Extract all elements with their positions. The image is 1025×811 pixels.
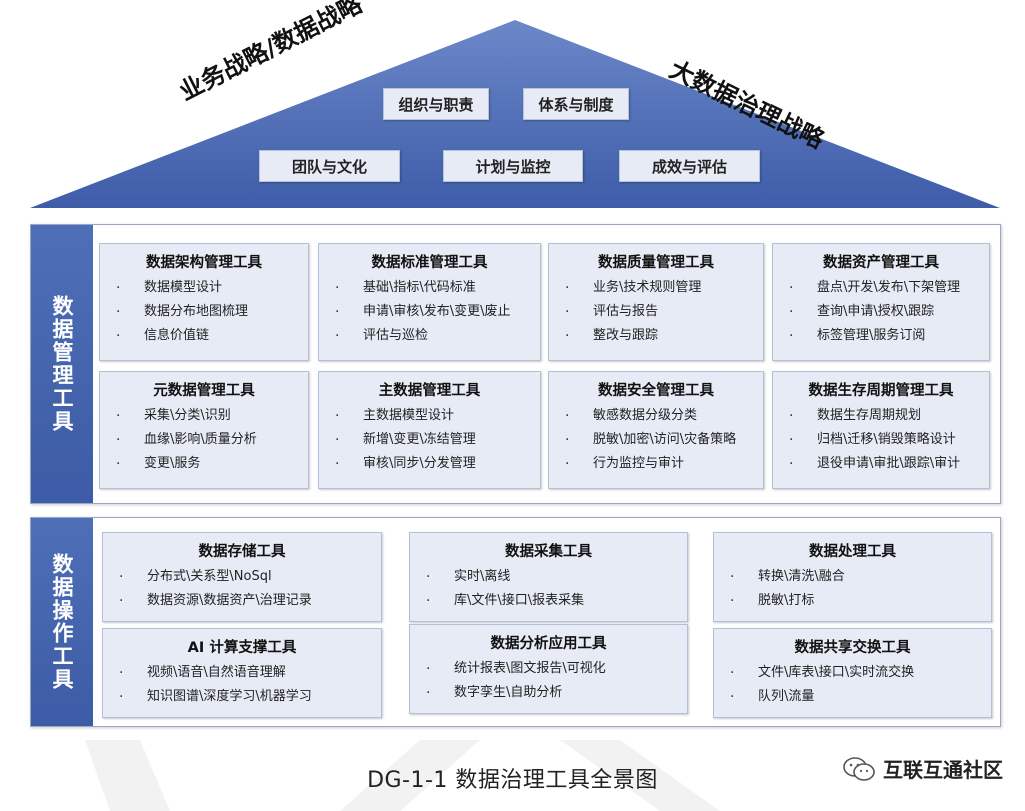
management-section: 数据管理工具 数据架构管理工具 数据模型设计 数据分布地图梳理 信息价值链 数据… [30,224,1001,504]
tool-card-quality: 数据质量管理工具 业务\技术规则管理 评估与报告 整改与跟踪 [548,243,764,361]
tool-title: 数据资产管理工具 [823,255,939,271]
tool-item: 脱敏\加密\访问\灾备策略 [565,428,763,452]
roof-box-organization: 组织与职责 [383,88,489,120]
tool-item: 脱敏\打标 [730,589,991,613]
tool-item: 实时\离线 [426,565,687,589]
tool-title: 数据处理工具 [809,544,896,560]
tool-title: AI 计算支撑工具 [187,640,297,656]
tool-title: 数据标准管理工具 [371,255,488,271]
tool-card-metadata: 元数据管理工具 采集\分类\识别 血缘\影响\质量分析 变更\服务 [99,371,309,489]
tool-item: 文件\库表\接口\实时流交换 [730,661,991,685]
tool-item: 基础\指标\代码标准 [335,276,540,300]
roof-box-system: 体系与制度 [523,88,629,120]
tool-title: 数据共享交换工具 [794,640,911,656]
tool-card-analysis: 数据分析应用工具 统计报表\图文报告\可视化 数字孪生\自助分析 [409,624,688,714]
figure-caption: DG-1-1 数据治理工具全景图 [367,768,658,793]
roof-box-plan: 计划与监控 [443,150,583,182]
tool-item: 查询\申请\授权\跟踪 [789,300,989,324]
tool-item: 标签管理\服务订阅 [789,324,989,348]
tool-title: 数据质量管理工具 [598,255,714,271]
tool-item: 评估与报告 [565,300,763,324]
tool-item: 数据生存周期规划 [789,404,989,428]
tool-item: 业务\技术规则管理 [565,276,763,300]
tool-title: 元数据管理工具 [153,383,255,399]
tool-item: 变更\服务 [116,452,308,476]
tool-item: 盘点\开发\发布\下架管理 [789,276,989,300]
tool-card-storage: 数据存储工具 分布式\关系型\NoSql 数据资源\数据资产\治理记录 [102,532,382,622]
tool-title: 数据分析应用工具 [490,636,607,652]
operation-section-label: 数据操作工具 [31,518,93,726]
tool-item: 申请\审核\发布\变更\废止 [335,300,540,324]
tool-card-architecture: 数据架构管理工具 数据模型设计 数据分布地图梳理 信息价值链 [99,243,309,361]
tool-card-lifecycle: 数据生存周期管理工具 数据生存周期规划 归档\迁移\销毁策略设计 退役申请\审批… [772,371,990,489]
roof-box-team: 团队与文化 [259,150,400,182]
tool-item: 敏感数据分级分类 [565,404,763,428]
management-section-label: 数据管理工具 [31,225,93,503]
tool-item: 信息价值链 [116,324,308,348]
roof-triangle [30,20,1000,208]
tool-item: 队列\流量 [730,685,991,709]
tool-card-security: 数据安全管理工具 敏感数据分级分类 脱敏\加密\访问\灾备策略 行为监控与审计 [548,371,764,489]
tool-item: 采集\分类\识别 [116,404,308,428]
tool-item: 转换\清洗\融合 [730,565,991,589]
tool-card-ai-computing: AI 计算支撑工具 视频\语音\自然语音理解 知识图谱\深度学习\机器学习 [102,628,382,718]
tool-item: 数据模型设计 [116,276,308,300]
tool-title: 数据采集工具 [505,544,592,560]
tool-item: 分布式\关系型\NoSql [119,565,381,589]
watermark: 互联互通社区 [841,754,1003,783]
tool-title: 数据架构管理工具 [146,255,262,271]
tool-item: 审核\同步\分发管理 [335,452,540,476]
tool-card-master-data: 主数据管理工具 主数据模型设计 新增\变更\冻结管理 审核\同步\分发管理 [318,371,541,489]
tool-item: 知识图谱\深度学习\机器学习 [119,685,381,709]
tool-item: 统计报表\图文报告\可视化 [426,657,687,681]
tool-title: 数据生存周期管理工具 [808,383,954,399]
tool-title: 主数据管理工具 [378,383,481,399]
tool-card-asset: 数据资产管理工具 盘点\开发\发布\下架管理 查询\申请\授权\跟踪 标签管理\… [772,243,990,361]
tool-item: 评估与巡检 [335,324,540,348]
tool-card-sharing-exchange: 数据共享交换工具 文件\库表\接口\实时流交换 队列\流量 [713,628,992,718]
tool-item: 新增\变更\冻结管理 [335,428,540,452]
tool-item: 血缘\影响\质量分析 [116,428,308,452]
tool-item: 退役申请\审批\跟踪\审计 [789,452,989,476]
tool-item: 视频\语音\自然语音理解 [119,661,381,685]
tool-item: 整改与跟踪 [565,324,763,348]
tool-card-collection: 数据采集工具 实时\离线 库\文件\接口\报表采集 [409,532,688,622]
tool-item: 数据资源\数据资产\治理记录 [119,589,381,613]
operation-section: 数据操作工具 数据存储工具 分布式\关系型\NoSql 数据资源\数据资产\治理… [30,517,1001,727]
tool-title: 数据安全管理工具 [598,383,714,399]
tool-item: 主数据模型设计 [335,404,540,428]
tool-card-processing: 数据处理工具 转换\清洗\融合 脱敏\打标 [713,532,992,622]
tool-card-standard: 数据标准管理工具 基础\指标\代码标准 申请\审核\发布\变更\废止 评估与巡检 [318,243,541,361]
tool-item: 数字孪生\自助分析 [426,681,687,705]
tool-item: 行为监控与审计 [565,452,763,476]
tool-item: 库\文件\接口\报表采集 [426,589,687,613]
tool-title: 数据存储工具 [198,544,286,560]
wechat-icon [843,756,875,781]
watermark-text: 互联互通社区 [883,758,1003,782]
tool-item: 归档\迁移\销毁策略设计 [789,428,989,452]
roof-box-effect: 成效与评估 [619,150,760,182]
tool-item: 数据分布地图梳理 [116,300,308,324]
